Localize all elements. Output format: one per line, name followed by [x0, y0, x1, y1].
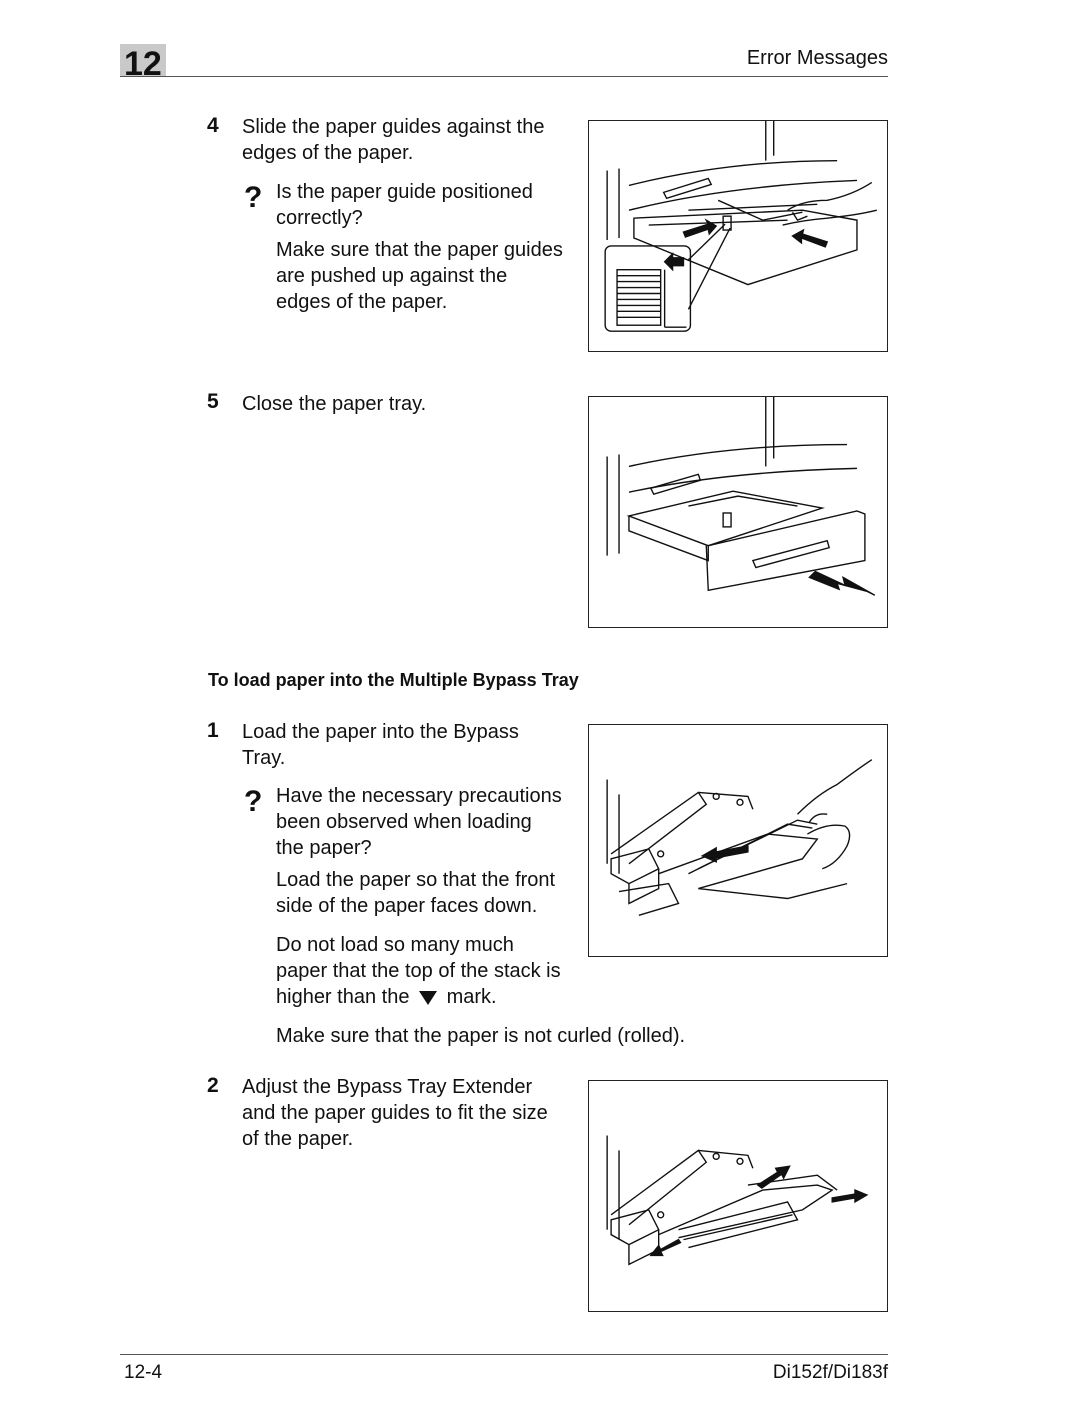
bypass-step-2-text: Adjust the Bypass Tray Extender and the …	[242, 1076, 548, 1150]
bypass-step-1-question: Have the necessary precautions been obse…	[276, 785, 562, 859]
close-tray-illustration	[588, 396, 888, 628]
model-name: Di152f/Di183f	[772, 1362, 888, 1383]
bypass-step-1-note: Make sure that the paper is not curled (…	[276, 1025, 686, 1047]
section-heading: To load paper into the Multiple Bypass T…	[208, 670, 579, 690]
footer-divider	[120, 1354, 888, 1355]
step-5-number: 5	[207, 390, 219, 413]
step-4-answer: Make sure that the paper guides are push…	[276, 239, 563, 313]
header-title: Error Messages	[746, 47, 888, 69]
question-mark-icon: ?	[244, 181, 263, 214]
bypass-load-illustration	[588, 724, 888, 957]
step-4-text: Slide the paper guides against the edges…	[242, 116, 545, 164]
step-4-question: Is the paper guide positioned correctly?	[276, 181, 533, 229]
page-number: 12-4	[124, 1362, 163, 1383]
chapter-number: 12	[124, 45, 162, 83]
triangle-mark-icon	[419, 990, 437, 1005]
bypass-step-2-number: 2	[207, 1074, 219, 1097]
header-divider	[120, 76, 888, 77]
step-5-text: Close the paper tray.	[242, 393, 427, 415]
step-4-number: 4	[207, 114, 219, 137]
question-mark-icon: ?	[244, 785, 263, 818]
bypass-step-1-text: Load the paper into the Bypass Tray.	[242, 721, 519, 769]
bypass-extender-illustration	[588, 1080, 888, 1312]
bypass-step-1-answer-front-side: Load the paper so that the front side of…	[276, 869, 556, 917]
paper-guide-illustration	[588, 120, 888, 352]
bypass-step-1-number: 1	[207, 719, 219, 742]
bypass-step-1-answer-stack-height: Do not load so many much paper that the …	[276, 934, 561, 1008]
chapter-tab	[120, 44, 166, 76]
